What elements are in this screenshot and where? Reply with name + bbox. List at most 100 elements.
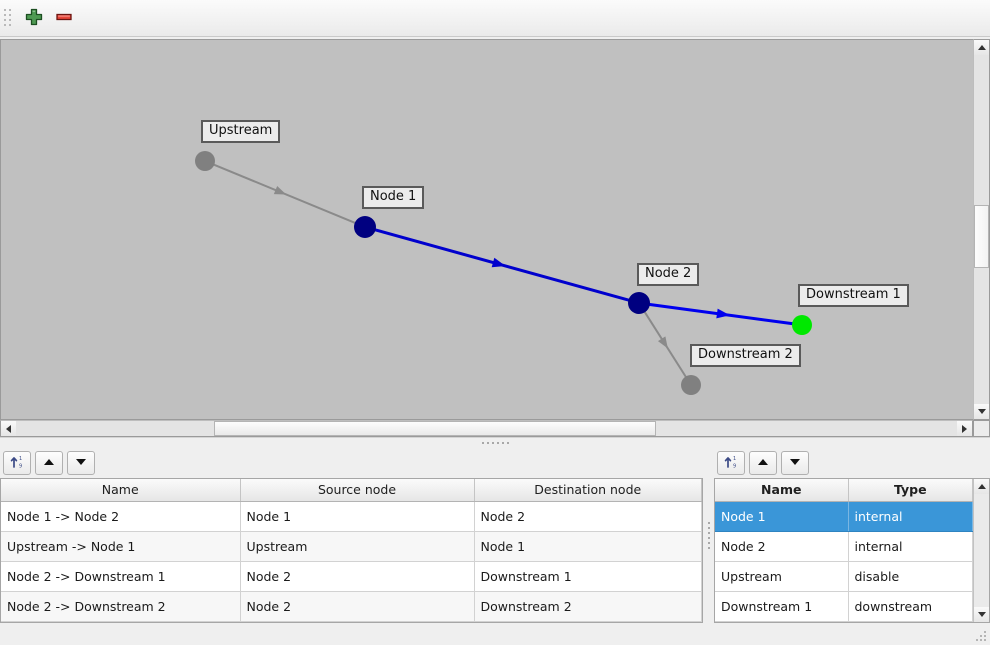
vertical-scroll-track[interactable] xyxy=(974,55,989,404)
nodes-move-up-button[interactable] xyxy=(749,451,777,475)
svg-text:9: 9 xyxy=(19,463,22,469)
canvas-horizontal-scrollbar[interactable] xyxy=(0,420,973,437)
graph-node-downstream2[interactable] xyxy=(681,375,701,395)
graph-node-label-node2[interactable]: Node 2 xyxy=(637,263,700,286)
remove-button[interactable] xyxy=(49,4,79,32)
arrow-left-icon xyxy=(6,424,11,433)
links-table-cell[interactable]: Node 2 xyxy=(240,591,475,622)
links-table-cell[interactable]: Node 1 -> Node 2 xyxy=(1,501,241,532)
toolbar-drag-handle[interactable] xyxy=(4,7,13,29)
vertical-scroll-track[interactable] xyxy=(974,494,989,607)
graph-node-downstream1[interactable] xyxy=(792,315,812,335)
arrow-down-icon xyxy=(74,455,88,472)
arrow-down-icon xyxy=(977,409,986,414)
horizontal-scroll-thumb[interactable] xyxy=(213,421,656,436)
graph-node-label-upstream[interactable]: Upstream xyxy=(201,120,281,143)
main-toolbar xyxy=(0,0,990,37)
scroll-right-button[interactable] xyxy=(957,421,972,436)
links-table-cell[interactable]: Node 2 xyxy=(240,561,475,592)
nodes-column-header[interactable]: Name xyxy=(715,479,849,502)
svg-text:1: 1 xyxy=(19,456,22,462)
links-table-filler-cell xyxy=(1,621,241,622)
links-table-cell[interactable]: Downstream 1 xyxy=(474,561,702,592)
nodes-table-cell[interactable]: internal xyxy=(848,531,973,562)
links-table-filler-row xyxy=(1,621,702,622)
nodes-table-vertical-scrollbar[interactable] xyxy=(973,479,989,622)
nodes-move-down-button[interactable] xyxy=(781,451,809,475)
links-table-cell[interactable]: Node 1 xyxy=(240,501,475,532)
graph-node-node1[interactable] xyxy=(354,216,376,238)
links-table-cell[interactable]: Downstream 2 xyxy=(474,591,702,622)
status-bar xyxy=(0,623,990,645)
graph-edge-arrow-node1-node2 xyxy=(491,257,506,268)
links-table-cell[interactable]: Node 2 -> Downstream 1 xyxy=(1,561,241,592)
scroll-down-button[interactable] xyxy=(974,404,989,419)
nodes-table-cell[interactable]: internal xyxy=(848,501,973,532)
graph-node-label-downstream2[interactable]: Downstream 2 xyxy=(690,344,801,367)
links-table-filler-cell xyxy=(240,621,475,622)
add-button[interactable] xyxy=(19,4,49,32)
graph-node-node2[interactable] xyxy=(628,292,650,314)
graph-node-label-downstream1[interactable]: Downstream 1 xyxy=(798,284,909,307)
graph-node-upstream[interactable] xyxy=(195,151,215,171)
scroll-up-button[interactable] xyxy=(974,40,989,55)
nodes-table-cell[interactable]: Node 2 xyxy=(715,531,849,562)
nodes-table-filler-cell xyxy=(848,621,973,622)
vertical-splitter[interactable] xyxy=(703,448,714,623)
arrow-up-icon xyxy=(42,455,56,472)
links-table-cell[interactable]: Upstream -> Node 1 xyxy=(1,531,241,562)
graph-edge-arrow-node2-downstream1 xyxy=(716,308,730,319)
nodes-table-cell[interactable]: Upstream xyxy=(715,561,849,592)
splitter-grip-dots xyxy=(481,442,509,444)
nodes-table-cell[interactable]: downstream xyxy=(848,591,973,622)
links-sort-button[interactable]: 1 9 xyxy=(3,451,31,475)
nodes-column-header[interactable]: Type xyxy=(848,479,973,502)
vertical-scroll-thumb[interactable] xyxy=(974,205,989,268)
scroll-left-button[interactable] xyxy=(1,421,16,436)
horizontal-splitter[interactable] xyxy=(0,437,990,448)
links-column-header[interactable]: Name xyxy=(1,479,241,502)
links-column-header[interactable]: Source node xyxy=(240,479,475,502)
links-table-cell[interactable]: Node 2 xyxy=(474,501,702,532)
links-table-cell[interactable]: Node 1 xyxy=(474,531,702,562)
nodes-table-cell[interactable]: Node 1 xyxy=(715,501,849,532)
scroll-up-button[interactable] xyxy=(974,479,989,494)
tables-area: 1 9 xyxy=(0,448,990,623)
graph-node-label-node1[interactable]: Node 1 xyxy=(362,186,425,209)
nodes-table-filler-cell xyxy=(715,621,849,622)
arrow-down-icon xyxy=(788,455,802,472)
scroll-down-button[interactable] xyxy=(974,607,989,622)
links-pane-toolbar: 1 9 xyxy=(0,448,703,478)
links-table-cell[interactable]: Upstream xyxy=(240,531,475,562)
nodes-table-cell[interactable]: Downstream 1 xyxy=(715,591,849,622)
arrow-up-icon xyxy=(977,45,986,50)
links-table-cell[interactable]: Node 2 -> Downstream 2 xyxy=(1,591,241,622)
window-resize-grip[interactable] xyxy=(976,631,988,643)
links-move-down-button[interactable] xyxy=(67,451,95,475)
nodes-sort-button[interactable]: 1 9 xyxy=(717,451,745,475)
links-column-header[interactable]: Destination node xyxy=(474,479,702,502)
links-move-up-button[interactable] xyxy=(35,451,63,475)
horizontal-scroll-track[interactable] xyxy=(16,421,957,436)
nodes-table-cell[interactable]: disable xyxy=(848,561,973,592)
canvas-vertical-scrollbar[interactable] xyxy=(973,39,990,420)
scrollbar-corner xyxy=(973,420,990,437)
